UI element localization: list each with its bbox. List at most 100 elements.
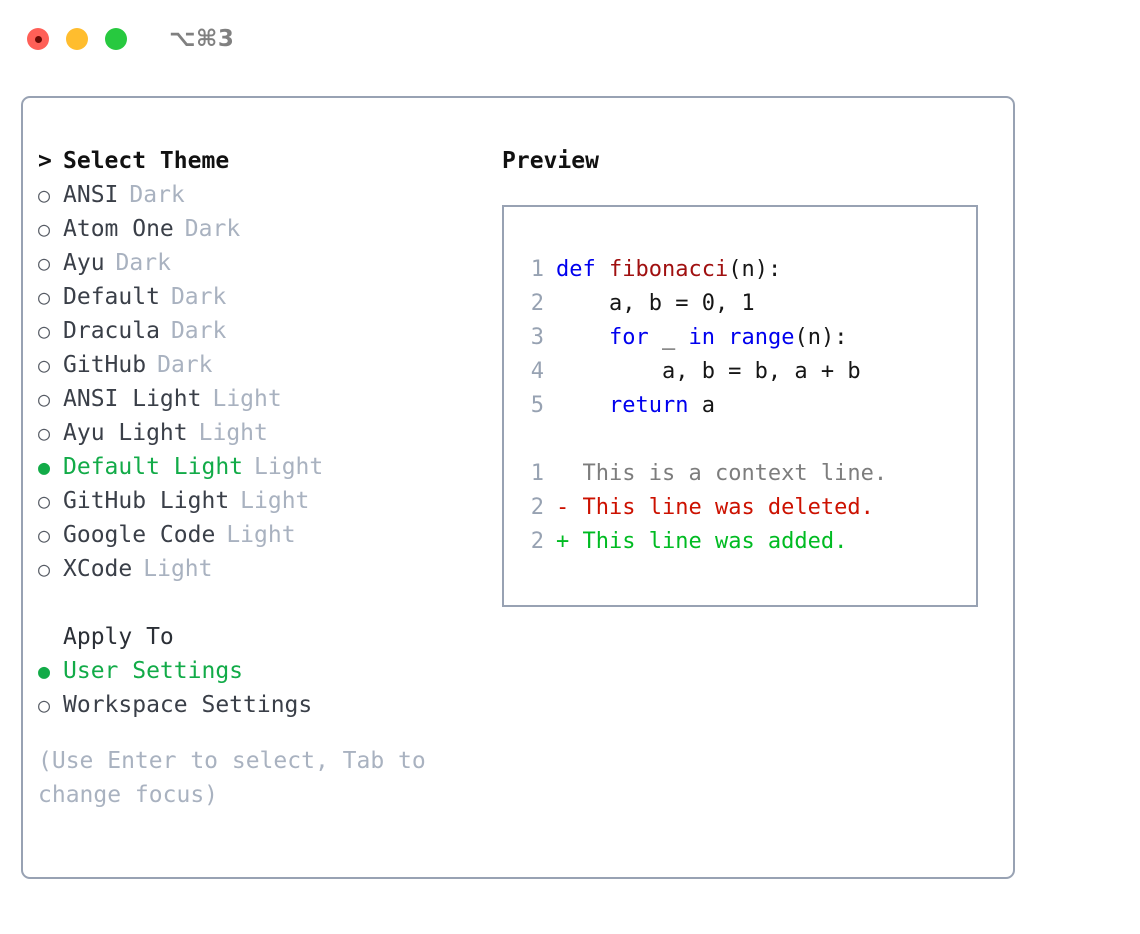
code-line: 3 for _ in range(n): bbox=[520, 321, 976, 355]
radio-unselected-icon: ○ bbox=[38, 557, 51, 581]
theme-selector-header: > Select Theme bbox=[38, 144, 488, 178]
diff-text: This line was added. bbox=[582, 529, 848, 554]
apply-to-option-label: Workspace Settings bbox=[63, 692, 313, 718]
code-line: 5 return a bbox=[520, 389, 976, 423]
title-bar: ⌥⌘3 bbox=[0, 0, 1140, 78]
theme-option-ansi-light[interactable]: ○ ANSI Light Light bbox=[38, 382, 488, 416]
theme-option-default-dark[interactable]: ○ Default Dark bbox=[38, 280, 488, 314]
code-token: (n): bbox=[728, 257, 782, 282]
theme-option-label: Google Code bbox=[63, 522, 216, 548]
close-button[interactable] bbox=[27, 28, 49, 50]
theme-option-category: Dark bbox=[170, 318, 227, 344]
theme-option-label: XCode bbox=[63, 556, 133, 582]
theme-option-label: ANSI bbox=[63, 182, 119, 208]
traffic-light-group bbox=[27, 28, 127, 50]
minimize-button[interactable] bbox=[66, 28, 88, 50]
apply-to-option-workspace-settings[interactable]: ○ Workspace Settings bbox=[38, 688, 488, 722]
theme-option-ayu-light[interactable]: ○ Ayu Light Light bbox=[38, 416, 488, 450]
theme-option-category: Dark bbox=[129, 182, 185, 208]
line-number: 1 bbox=[530, 257, 544, 282]
line-number: 2 bbox=[530, 529, 544, 554]
theme-option-category: Dark bbox=[157, 352, 213, 378]
line-number: 2 bbox=[530, 495, 544, 520]
theme-option-google-code[interactable]: ○ Google Code Light bbox=[38, 518, 488, 552]
diff-line-deleted: 2 - This line was deleted. bbox=[520, 491, 976, 525]
theme-option-dracula-dark[interactable]: ○ Dracula Dark bbox=[38, 314, 488, 348]
code-token: fibonacci bbox=[608, 257, 729, 282]
code-token: a bbox=[688, 393, 715, 418]
theme-option-label: GitHub bbox=[63, 352, 147, 378]
theme-option-label: Default bbox=[63, 284, 160, 310]
preview-divider-space bbox=[520, 423, 976, 457]
diff-text: This is a context line. bbox=[582, 461, 888, 486]
help-text: (Use Enter to select, Tab to change focu… bbox=[38, 744, 438, 812]
diff-sign: + bbox=[556, 529, 583, 554]
close-icon bbox=[34, 35, 42, 43]
diff-line-context: 1 This is a context line. bbox=[520, 457, 976, 491]
radio-selected-icon: ● bbox=[38, 455, 51, 479]
preview-title: Preview bbox=[502, 148, 599, 174]
code-token bbox=[715, 321, 728, 355]
code-line: 4 a, b = b, a + b bbox=[520, 355, 976, 389]
caret-icon: > bbox=[38, 148, 52, 174]
theme-option-ansi-dark[interactable]: ○ ANSI Dark bbox=[38, 178, 488, 212]
theme-option-label: GitHub Light bbox=[63, 488, 230, 514]
theme-option-category: Light bbox=[198, 420, 268, 446]
radio-unselected-icon: ○ bbox=[38, 421, 51, 445]
keyboard-shortcut-label: ⌥⌘3 bbox=[169, 26, 235, 52]
theme-option-github-light[interactable]: ○ GitHub Light Light bbox=[38, 484, 488, 518]
line-number: 4 bbox=[530, 359, 544, 384]
theme-option-label: ANSI Light bbox=[63, 386, 202, 412]
theme-selector-title: Select Theme bbox=[63, 148, 230, 174]
code-token: a, b = 0, 1 bbox=[556, 291, 755, 316]
apply-to-option-label: User Settings bbox=[63, 658, 244, 684]
theme-option-xcode[interactable]: ○ XCode Light bbox=[38, 552, 488, 586]
radio-unselected-icon: ○ bbox=[38, 387, 51, 411]
code-token: (n): bbox=[794, 325, 848, 350]
panel-columns: > Select Theme ○ ANSI Dark ○ Atom One Da… bbox=[23, 98, 1013, 877]
theme-option-category: Light bbox=[226, 522, 296, 548]
theme-option-github-dark[interactable]: ○ GitHub Dark bbox=[38, 348, 488, 382]
code-line: 2 a, b = 0, 1 bbox=[520, 287, 976, 321]
code-token bbox=[556, 321, 609, 355]
theme-option-default-light[interactable]: ● Default Light Light bbox=[38, 450, 488, 484]
theme-option-category: Dark bbox=[184, 216, 241, 242]
theme-option-label: Atom One bbox=[63, 216, 174, 242]
theme-option-category: Light bbox=[254, 454, 324, 480]
main-panel: > Select Theme ○ ANSI Dark ○ Atom One Da… bbox=[21, 96, 1015, 879]
theme-option-label: Ayu bbox=[63, 250, 105, 276]
preview-column: Preview 1 def fibonacci(n): 2 a, b = 0, … bbox=[502, 144, 992, 607]
radio-unselected-icon: ○ bbox=[38, 285, 51, 309]
code-token bbox=[556, 389, 609, 423]
maximize-button[interactable] bbox=[105, 28, 127, 50]
list-spacer bbox=[38, 586, 488, 620]
code-token: def bbox=[556, 257, 609, 282]
theme-option-category: Light bbox=[240, 488, 310, 514]
code-token: for bbox=[608, 325, 649, 350]
code-token: a, b = b, a + b bbox=[556, 359, 861, 384]
line-number: 3 bbox=[530, 325, 544, 350]
help-text-line-1: (Use Enter to select, Tab to bbox=[38, 748, 426, 774]
theme-option-category: Light bbox=[143, 556, 213, 582]
code-token: _ bbox=[648, 325, 689, 350]
radio-selected-icon: ● bbox=[38, 659, 51, 683]
theme-option-label: Dracula bbox=[63, 318, 160, 344]
theme-selector-column: > Select Theme ○ ANSI Dark ○ Atom One Da… bbox=[38, 144, 488, 812]
help-text-line-2: change focus) bbox=[38, 782, 219, 808]
theme-option-atom-one-dark[interactable]: ○ Atom One Dark bbox=[38, 212, 488, 246]
theme-option-ayu-dark[interactable]: ○ Ayu Dark bbox=[38, 246, 488, 280]
radio-unselected-icon: ○ bbox=[38, 217, 51, 241]
radio-unselected-icon: ○ bbox=[38, 183, 51, 207]
preview-box: 1 def fibonacci(n): 2 a, b = 0, 1 3 for … bbox=[502, 205, 978, 607]
apply-to-option-user-settings[interactable]: ● User Settings bbox=[38, 654, 488, 688]
theme-option-category: Light bbox=[212, 386, 282, 412]
theme-option-label: Default Light bbox=[63, 454, 244, 480]
radio-unselected-icon: ○ bbox=[38, 693, 51, 717]
diff-line-added: 2 + This line was added. bbox=[520, 525, 976, 559]
code-token: return bbox=[608, 393, 689, 418]
line-number: 1 bbox=[530, 461, 544, 486]
theme-option-category: Dark bbox=[115, 250, 171, 276]
radio-unselected-icon: ○ bbox=[38, 353, 51, 377]
theme-option-label: Ayu Light bbox=[63, 420, 188, 446]
diff-text: This line was deleted. bbox=[582, 495, 874, 520]
